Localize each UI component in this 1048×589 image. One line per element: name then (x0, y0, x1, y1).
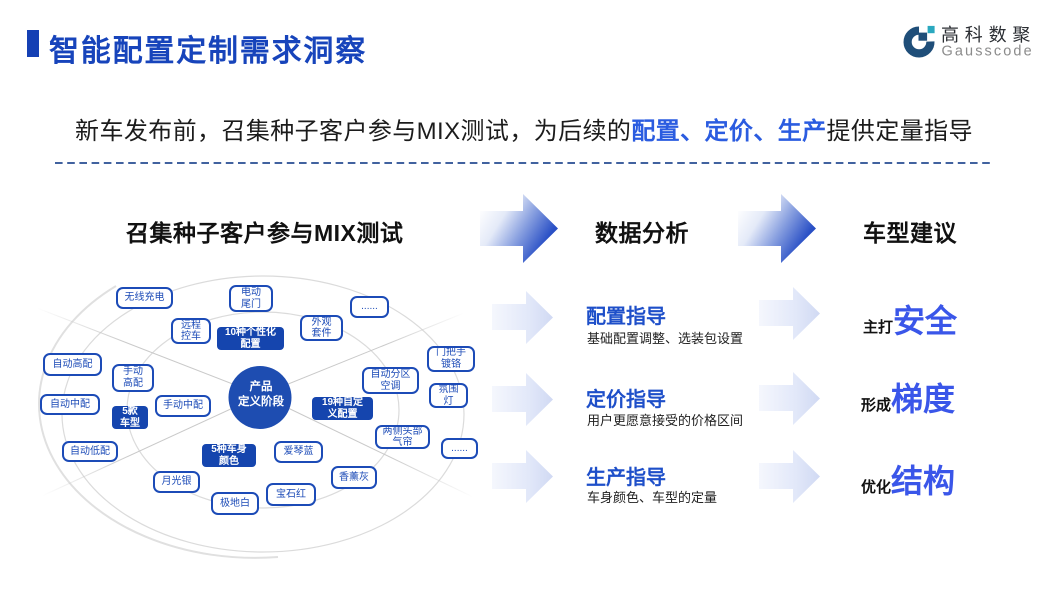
svg-text:产品: 产品 (250, 379, 273, 393)
svg-text:Gausscode: Gausscode (942, 44, 1034, 60)
svg-text:定义阶段: 定义阶段 (238, 394, 284, 408)
svg-text:高科数聚: 高科数聚 (941, 25, 1036, 45)
